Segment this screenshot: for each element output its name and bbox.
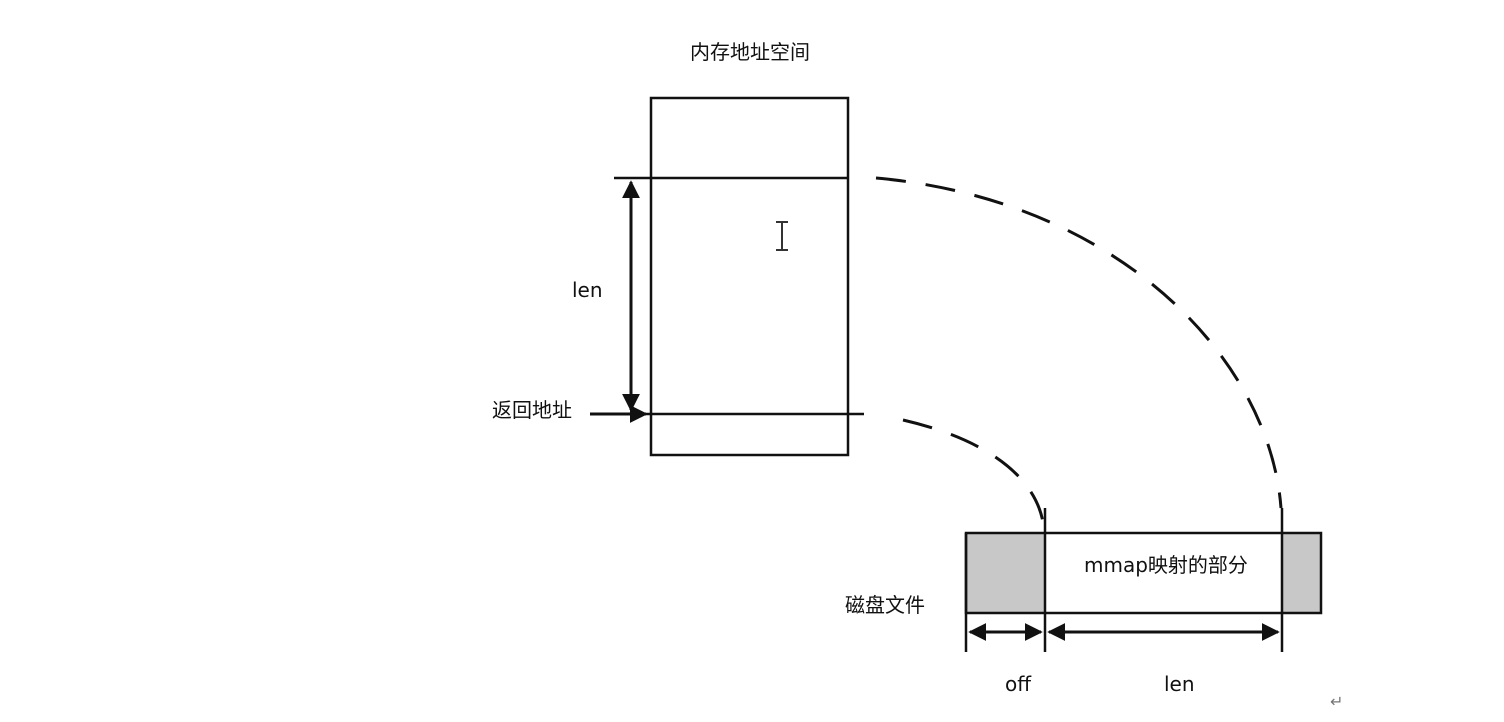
disk-file-offset-region <box>966 533 1045 613</box>
outer-dashed-mapping-curve <box>875 176 1283 509</box>
return-address-label: 返回地址 <box>492 398 572 422</box>
mapped-part-label: mmap映射的部分 <box>1084 553 1248 577</box>
text-cursor-icon <box>776 221 788 251</box>
inner-dashed-mapping-curve <box>902 418 1046 531</box>
len-vertical-label: len <box>572 278 603 302</box>
memory-space-title: 内存地址空间 <box>690 40 810 64</box>
disk-file-label: 磁盘文件 <box>845 593 925 617</box>
len-horizontal-label: len <box>1164 672 1195 696</box>
disk-file-trailing-region <box>1282 533 1321 613</box>
memory-space-box <box>649 96 850 457</box>
off-label: off <box>1005 672 1032 696</box>
paragraph-return-mark: ↵ <box>1330 692 1344 711</box>
